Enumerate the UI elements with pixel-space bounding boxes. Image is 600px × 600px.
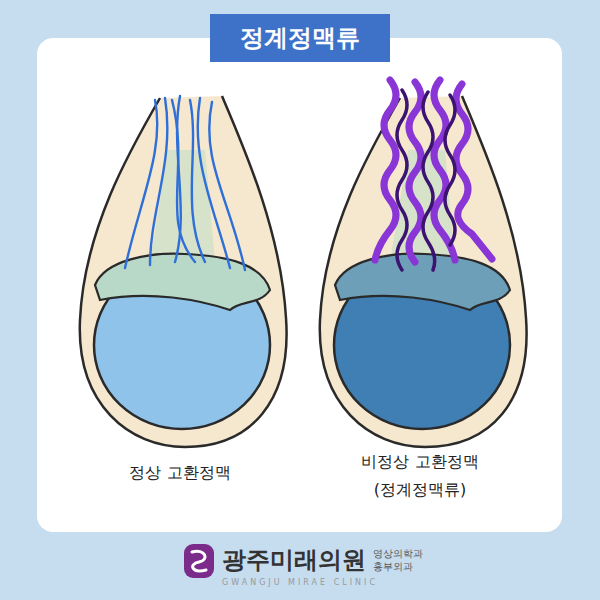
- normal-testis: [80, 96, 287, 447]
- clinic-name: 광주미래의원: [222, 544, 366, 576]
- caption-label: 비정상 고환정맥 (정계정맥류): [345, 448, 495, 504]
- varicocele-testis: [320, 80, 527, 447]
- title-banner: 정계정맥류: [210, 14, 390, 62]
- clinic-logo-icon: [184, 544, 214, 578]
- caption-label: 정상 고환정맥: [80, 459, 280, 487]
- clinic-name-english: GWANGJU MIRAE CLINIC: [222, 578, 378, 587]
- clinic-departments: 영상의학과 흉부외과: [373, 548, 429, 573]
